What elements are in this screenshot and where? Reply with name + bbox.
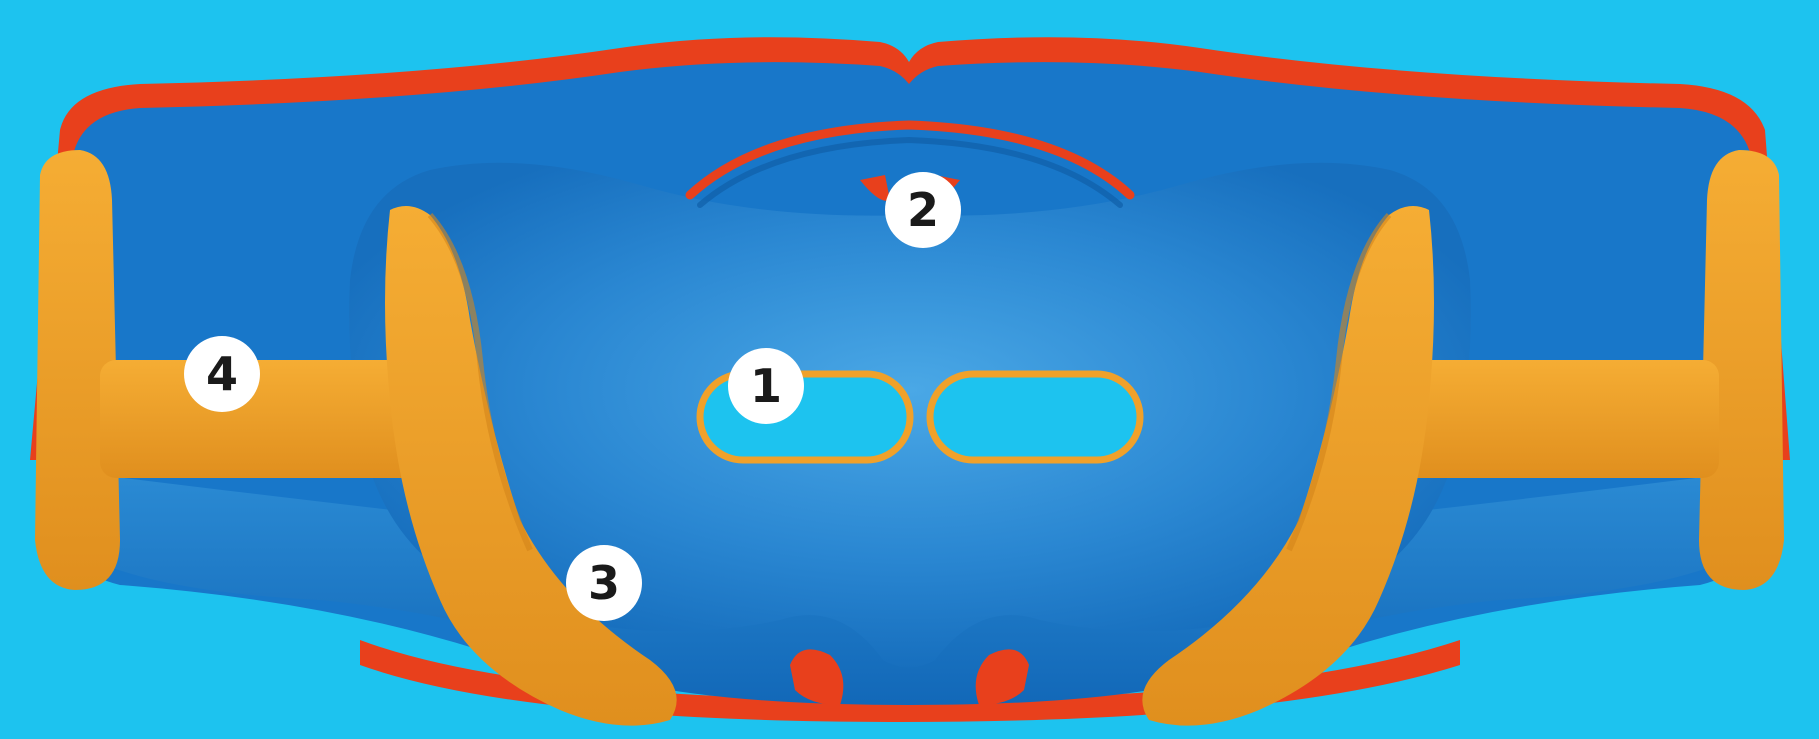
callout-3: 3 [566, 545, 642, 621]
callout-2: 2 [885, 172, 961, 248]
callout-4: 4 [184, 336, 260, 412]
callout-1: 1 [728, 348, 804, 424]
callout-4-label: 4 [206, 347, 238, 401]
left-grip-bar [100, 360, 430, 478]
breathing-hole-right [930, 374, 1140, 460]
callout-1-label: 1 [750, 359, 782, 413]
callout-3-label: 3 [588, 556, 620, 610]
callout-2-label: 2 [907, 183, 939, 237]
right-grip-bar [1389, 360, 1719, 478]
